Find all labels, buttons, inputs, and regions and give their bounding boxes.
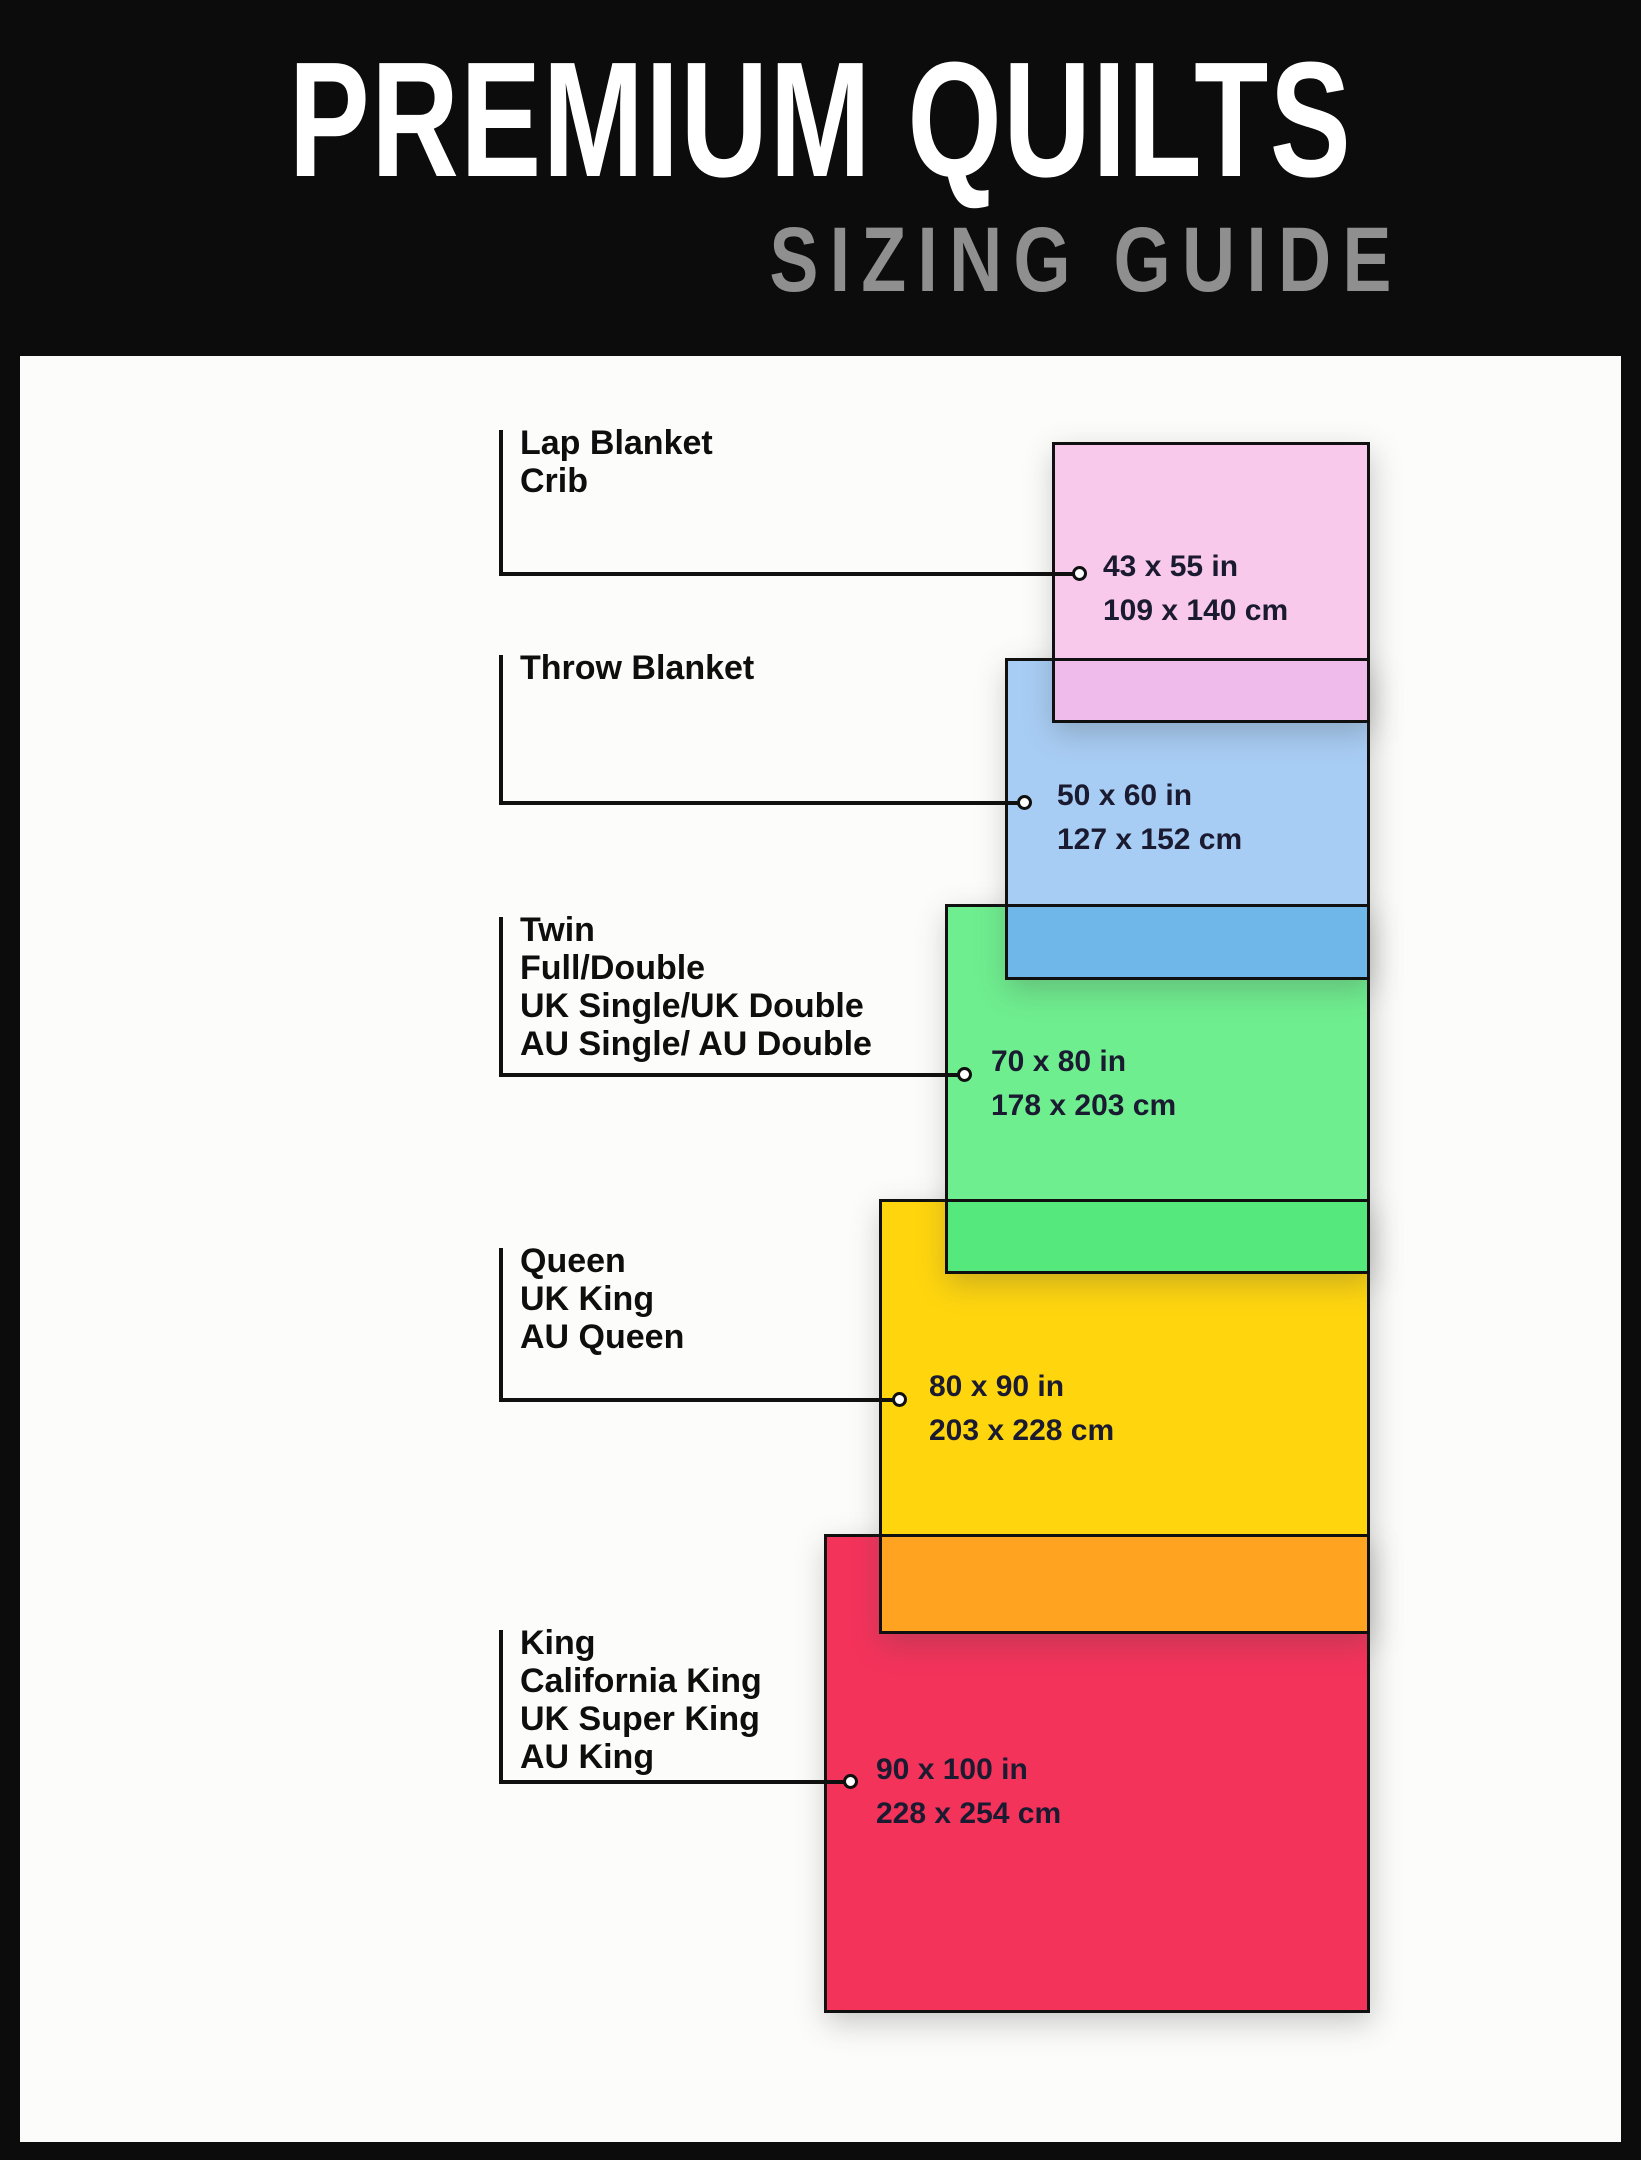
overlap-lap-throw <box>1052 658 1370 723</box>
connector-hline <box>499 1073 965 1077</box>
label-line: UK King <box>520 1280 655 1318</box>
label-line: Queen <box>520 1242 626 1280</box>
size-cm: 109 x 140 cm <box>1103 594 1289 627</box>
size-label-throw: Throw Blanket <box>520 649 754 687</box>
overlap-twin-queen <box>945 1199 1370 1274</box>
label-line: AU Queen <box>520 1318 685 1356</box>
dimensions-queen: 80 x 90 in 203 x 228 cm <box>929 1365 1114 1453</box>
dimensions-twin: 70 x 80 in 178 x 203 cm <box>991 1040 1176 1128</box>
label-line: Crib <box>520 462 588 500</box>
connector-vline <box>499 1630 503 1784</box>
connector-hline <box>499 1780 851 1784</box>
size-cm: 178 x 203 cm <box>991 1089 1177 1122</box>
size-label-twin: Twin Full/Double UK Single/UK Double AU … <box>520 911 872 1063</box>
marker-dot <box>957 1067 972 1082</box>
label-line: AU Single/ AU Double <box>520 1025 872 1063</box>
size-inches: 90 x 100 in <box>876 1753 1028 1786</box>
page-subtitle: SIZING GUIDE <box>769 209 1403 311</box>
size-label-king: King California King UK Super King AU Ki… <box>520 1624 762 1776</box>
size-cm: 127 x 152 cm <box>1057 823 1243 856</box>
overlap-queen-king <box>879 1534 1370 1634</box>
size-label-lap-crib: Lap Blanket Crib <box>520 424 713 500</box>
label-line: Throw Blanket <box>520 649 755 687</box>
dimensions-lap: 43 x 55 in 109 x 140 cm <box>1103 545 1288 633</box>
size-inches: 70 x 80 in <box>991 1045 1127 1078</box>
marker-dot <box>892 1392 907 1407</box>
label-line: California King <box>520 1662 762 1700</box>
size-label-queen: Queen UK King AU Queen <box>520 1242 684 1356</box>
page-title: PREMIUM QUILTS <box>288 28 1353 211</box>
label-line: UK Super King <box>520 1700 760 1738</box>
connector-hline <box>499 801 1025 805</box>
dimensions-king: 90 x 100 in 228 x 254 cm <box>876 1748 1061 1836</box>
dimensions-throw: 50 x 60 in 127 x 152 cm <box>1057 774 1242 862</box>
connector-vline <box>499 1248 503 1402</box>
marker-dot <box>1017 795 1032 810</box>
connector-hline <box>499 572 1080 576</box>
label-line: UK Single/UK Double <box>520 987 864 1025</box>
marker-dot <box>1072 566 1087 581</box>
label-line: AU King <box>520 1738 655 1776</box>
overlap-throw-twin <box>1005 904 1370 980</box>
size-cm: 228 x 254 cm <box>876 1797 1062 1830</box>
size-inches: 80 x 90 in <box>929 1370 1065 1403</box>
content-panel <box>20 356 1621 2142</box>
label-line: Twin <box>520 911 595 949</box>
connector-vline <box>499 655 503 805</box>
label-line: Lap Blanket <box>520 424 713 462</box>
size-inches: 50 x 60 in <box>1057 779 1193 812</box>
label-line: Full/Double <box>520 949 706 987</box>
size-inches: 43 x 55 in <box>1103 550 1239 583</box>
connector-hline <box>499 1398 900 1402</box>
size-cm: 203 x 228 cm <box>929 1414 1115 1447</box>
connector-vline <box>499 430 503 576</box>
connector-vline <box>499 917 503 1077</box>
marker-dot <box>843 1774 858 1789</box>
label-line: King <box>520 1624 596 1662</box>
